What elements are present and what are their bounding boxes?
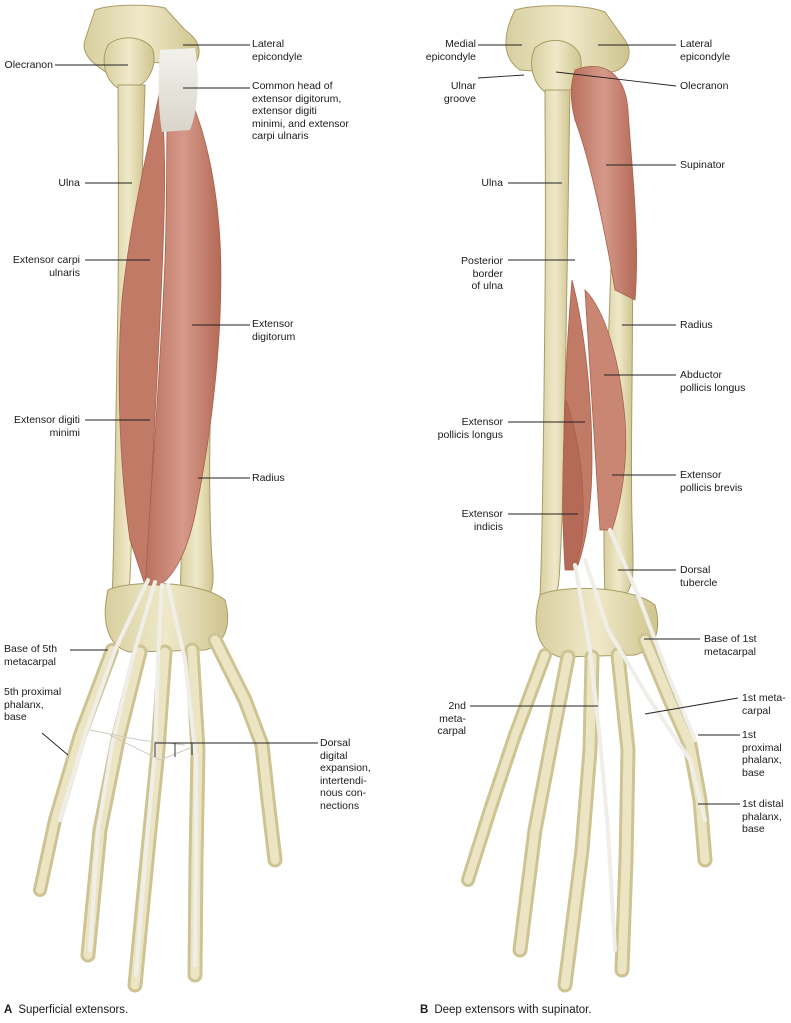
caption-b: B Deep extensors with supinator. bbox=[420, 1004, 592, 1016]
leader-lines bbox=[41, 44, 740, 805]
label-b-radius: Radius bbox=[680, 319, 713, 331]
label-b-1st-proximal-phalanx: 1st proximal phalanx, base bbox=[742, 729, 782, 779]
caption-a: A Superficial extensors. bbox=[4, 1004, 128, 1016]
label-a-radius: Radius bbox=[252, 472, 285, 484]
b-extensor-tendons bbox=[573, 528, 707, 952]
panel-b-drawing bbox=[461, 5, 713, 993]
label-a-extensor-carpi-ulnaris: Extensor carpi ulnaris bbox=[12, 254, 80, 279]
label-b-ulna: Ulna bbox=[481, 177, 503, 189]
panel-a-drawing bbox=[33, 4, 283, 993]
label-a-5th-proximal-phalanx: 5th proximal phalanx, base bbox=[4, 686, 62, 723]
label-b-extensor-pollicis-brevis: Extensor pollicis brevis bbox=[680, 469, 743, 494]
label-a-olecranon: Olecranon bbox=[4, 59, 53, 71]
caption-a-text: Superficial extensors. bbox=[18, 1004, 129, 1016]
label-a-ulna: Ulna bbox=[58, 177, 80, 189]
label-b-2nd-metacarpal: 2nd meta- carpal bbox=[437, 700, 466, 737]
label-a-lateral-epicondyle: Lateral epicondyle bbox=[252, 38, 303, 63]
a-common-head-tendon bbox=[158, 48, 198, 132]
label-a-extensor-digiti-minimi: Extensor digiti minimi bbox=[14, 414, 80, 439]
label-b-posterior-border: Posterior border of ulna bbox=[460, 255, 503, 292]
label-b-supinator: Supinator bbox=[680, 159, 725, 171]
label-b-extensor-pollicis-longus: Extensor pollicis longus bbox=[437, 416, 503, 441]
label-a-common-head: Common head of extensor digitorum, exten… bbox=[252, 80, 349, 142]
label-b-olecranon: Olecranon bbox=[680, 80, 729, 92]
label-b-dorsal-tubercle: Dorsal tubercle bbox=[680, 564, 718, 589]
label-a-extensor-digitorum: Extensor digitorum bbox=[252, 318, 296, 343]
label-b-abductor-pollicis-longus: Abductor pollicis longus bbox=[680, 369, 746, 394]
a-olecranon-shape bbox=[103, 37, 155, 89]
caption-a-letter: A bbox=[4, 1004, 13, 1016]
b-supinator-shape bbox=[570, 66, 637, 301]
b-extensor-indicis-shape bbox=[562, 399, 584, 571]
label-b-1st-metacarpal: 1st meta- carpal bbox=[742, 692, 786, 717]
label-b-extensor-indicis: Extensor indicis bbox=[461, 508, 503, 533]
b-carpals bbox=[535, 587, 659, 658]
b-abductor-pollicis-longus-shape bbox=[584, 288, 627, 531]
label-b-medial-epicondyle: Medial epicondyle bbox=[425, 38, 476, 63]
label-a-base-5th-metacarpal: Base of 5th metacarpal bbox=[4, 643, 58, 668]
label-b-lateral-epicondyle: Lateral epicondyle bbox=[680, 38, 731, 63]
label-b-ulnar-groove: Ulnar groove bbox=[443, 80, 476, 105]
caption-b-text: Deep extensors with supinator. bbox=[434, 1004, 592, 1016]
label-b-base-1st-metacarpal: Base of 1st metacarpal bbox=[704, 633, 757, 658]
a-extensor-digitorum-shape bbox=[144, 69, 222, 586]
label-b-1st-distal-phalanx: 1st distal phalanx, base bbox=[742, 798, 784, 835]
caption-b-letter: B bbox=[420, 1004, 429, 1016]
label-a-dorsal-digital-expansion: Dorsal digital expansion, intertendi- no… bbox=[320, 737, 371, 812]
